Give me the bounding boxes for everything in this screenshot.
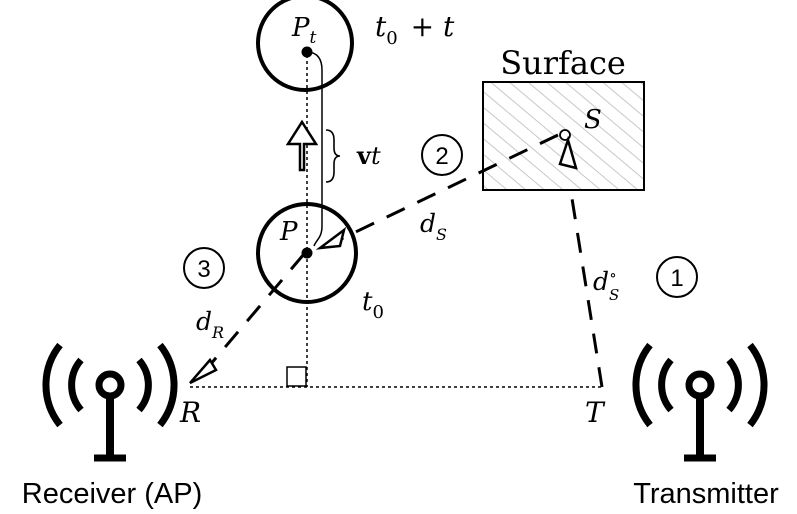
arrow-icon bbox=[315, 226, 347, 250]
right-angle-marker bbox=[286, 366, 307, 387]
arrow-icon bbox=[558, 135, 578, 170]
label-dr: dR bbox=[196, 307, 224, 342]
step-2: 2 bbox=[435, 143, 448, 170]
antenna-icon bbox=[42, 342, 178, 462]
trajectory-curve bbox=[306, 51, 323, 247]
path-surface-to-person bbox=[317, 133, 559, 252]
arrow-icon bbox=[189, 357, 218, 385]
path-person-to-receiver bbox=[202, 253, 306, 373]
label-pt: Pt bbox=[291, 13, 317, 48]
label-ds: dS bbox=[420, 209, 447, 244]
person-future-circle bbox=[256, 0, 354, 92]
label-r: R bbox=[179, 396, 201, 429]
velocity-label: vt bbox=[356, 141, 381, 170]
antenna-icon bbox=[632, 342, 768, 462]
label-t: T bbox=[585, 396, 606, 429]
movement-arrow bbox=[285, 119, 319, 172]
surface-rect bbox=[482, 81, 645, 191]
step-circle bbox=[656, 256, 698, 298]
velocity-brace bbox=[325, 129, 341, 183]
reflection-point bbox=[559, 129, 571, 141]
step-1: 1 bbox=[670, 265, 683, 292]
person-dot bbox=[301, 247, 313, 259]
label-p: P bbox=[279, 217, 298, 247]
receiver-label: Receiver (AP) bbox=[22, 478, 203, 510]
step-circle bbox=[183, 247, 225, 289]
surface-label: Surface bbox=[500, 44, 626, 82]
step-3: 3 bbox=[197, 256, 210, 283]
label-t0: t0 bbox=[362, 287, 384, 323]
label-dso: dS∘ bbox=[593, 266, 619, 304]
step-circle bbox=[421, 134, 463, 176]
transmitter-label: Transmitter bbox=[633, 478, 779, 510]
label-s: S bbox=[584, 105, 602, 135]
label-t0-plus-t: t0 + t bbox=[375, 10, 455, 49]
person-circle bbox=[256, 202, 358, 304]
